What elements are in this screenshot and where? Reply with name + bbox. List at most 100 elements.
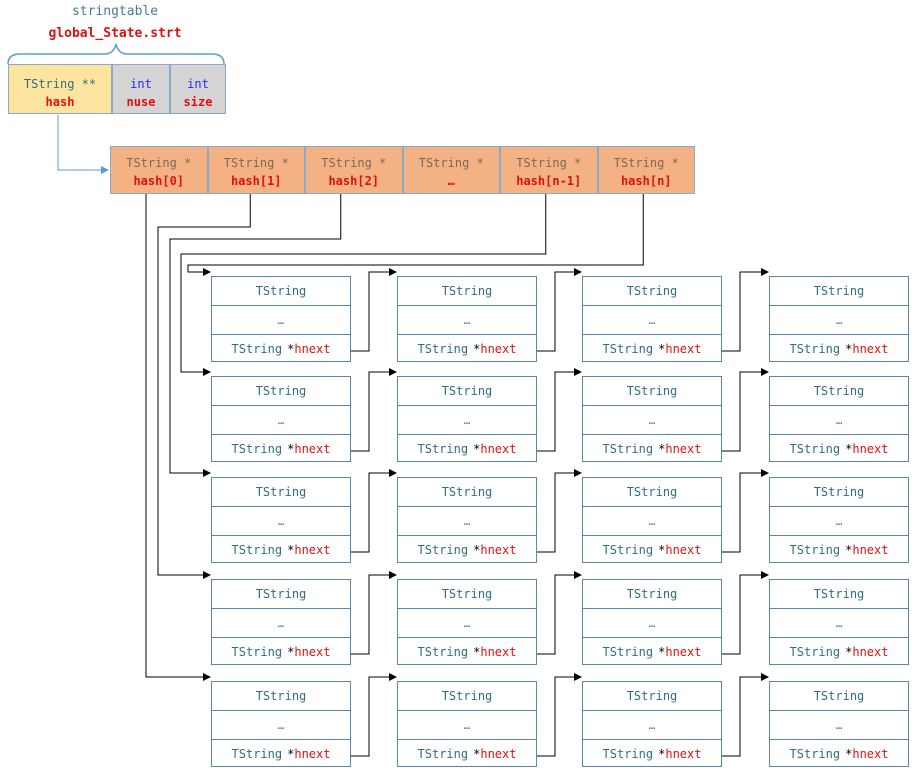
hash-slot-4-type: TString * [516,156,582,170]
node-ellipsis: … [463,616,471,630]
hnext-type: TString [602,442,654,456]
tstring-node: TString … TString*hnext [769,276,909,362]
hash-slot-0-field: hash[0] [133,174,185,188]
hnext-arrow [537,571,582,655]
hash-slot-2-field: hash[2] [328,174,380,188]
tstring-node: TString…TString*hnext [211,276,351,362]
node-hnext-field: TString*hnext [398,335,536,363]
struct-field-hash-type: TString ** [23,77,97,91]
hnext-star: * [287,342,295,356]
node-hnext-field: TString*hnext [770,740,908,768]
node-hnext-field: TString*hnext [583,335,721,363]
node-title: TString [626,587,678,601]
tstring-node: TString…TString*hnext [211,579,351,665]
tstring-node: TString…TString*hnext [769,376,909,462]
hnext-name: hnext [665,543,702,557]
node-hnext-field: TString *hnext [212,435,350,463]
node-hnext-field: TString*hnext [398,638,536,666]
node-title: TString [255,485,307,499]
hash-slot-1-field: hash[1] [230,174,282,188]
hnext-name: hnext [665,442,702,456]
node-ellipsis: … [835,313,843,327]
node-body: … [212,710,350,740]
tstring-node: TString …TString*hnext [397,276,537,362]
hnext-type: TString [602,342,654,356]
node-title: TString [255,384,307,398]
tstring-node: TString…TString*hnext [397,579,537,665]
hnext-star: * [658,747,666,761]
node-title: TString [626,284,678,298]
hnext-type: TString [231,645,283,659]
struct-field-nuse-type: int [130,77,152,91]
node-title: TString [255,689,307,703]
node-hnext-field: TString*hnext [212,638,350,666]
node-ellipsis: … [277,313,285,327]
hnext-name: hnext [294,747,331,761]
node-title: TString [626,384,678,398]
hnext-star: * [658,342,666,356]
hnext-arrow [722,268,769,352]
node-hnext-field: TString*hnext [398,740,536,768]
hnext-arrow [351,368,397,452]
node-hnext-field: TString*hnext [770,335,908,363]
node-hnext-field: TString*hnext [212,740,350,768]
tstring-node: TString…TString*hnext [769,579,909,665]
node-body: … [583,710,721,740]
hash-slot-4-field: hash[n-1] [516,174,582,188]
node-body: … [770,710,908,740]
node-ellipsis: … [277,413,285,427]
node-title: TString [441,689,493,703]
hash-slot-5-type: TString * [613,156,679,170]
hnext-arrow [537,268,582,352]
node-body: … [770,608,908,638]
struct-field-hash-field: hash [45,95,75,109]
hnext-star: * [845,645,853,659]
hnext-name: hnext [294,442,331,456]
node-body: … [398,506,536,536]
tstring-node: TString …TString*hnext [582,579,722,665]
hnext-type: TString [602,543,654,557]
hash-slot-3-type: TString * [418,156,484,170]
node-body: … [398,305,536,335]
node-hnext-field: TString*hnext [583,536,721,564]
tstring-node: TString … TString*hnext [211,681,351,767]
hnext-name: hnext [294,645,331,659]
node-body: … [212,506,350,536]
hnext-star: * [287,442,295,456]
hnext-name: hnext [852,442,889,456]
hash-slot-3-field: … [447,174,455,188]
hnext-type: TString [789,543,841,557]
hash-n-wire [187,194,644,276]
tstring-node: TString…TString*hnext [769,681,909,767]
tstring-node: TString … TString*hnext [397,681,537,767]
node-hnext-field: TString*hnext [583,435,721,463]
node-body: … [583,608,721,638]
hnext-type: TString [231,442,283,456]
node-title: TString [441,284,493,298]
node-ellipsis: … [463,718,471,732]
tstring-node: TString…TString*hnext [211,477,351,563]
node-ellipsis: … [835,718,843,732]
hnext-name: hnext [852,747,889,761]
hash-slot-1-type: TString * [223,156,289,170]
node-title: TString [255,284,307,298]
hnext-name: hnext [665,747,702,761]
hnext-name: hnext [480,543,517,557]
hnext-type: TString [417,442,469,456]
hash-n-1-wire [180,194,547,376]
node-ellipsis: … [277,718,285,732]
hnext-type: TString [789,442,841,456]
struct-field-size-type: int [187,77,209,91]
node-title: TString [255,587,307,601]
node-title: TString [813,284,865,298]
struct-brace [7,43,225,65]
hnext-star: * [845,442,853,456]
hnext-type: TString [417,342,469,356]
node-hnext-field: TString*hnext [583,638,721,666]
hnext-name: hnext [480,342,517,356]
node-ellipsis: … [648,313,656,327]
node-title: TString [441,384,493,398]
node-title: TString [813,384,865,398]
node-ellipsis: … [835,616,843,630]
hnext-star: * [845,747,853,761]
